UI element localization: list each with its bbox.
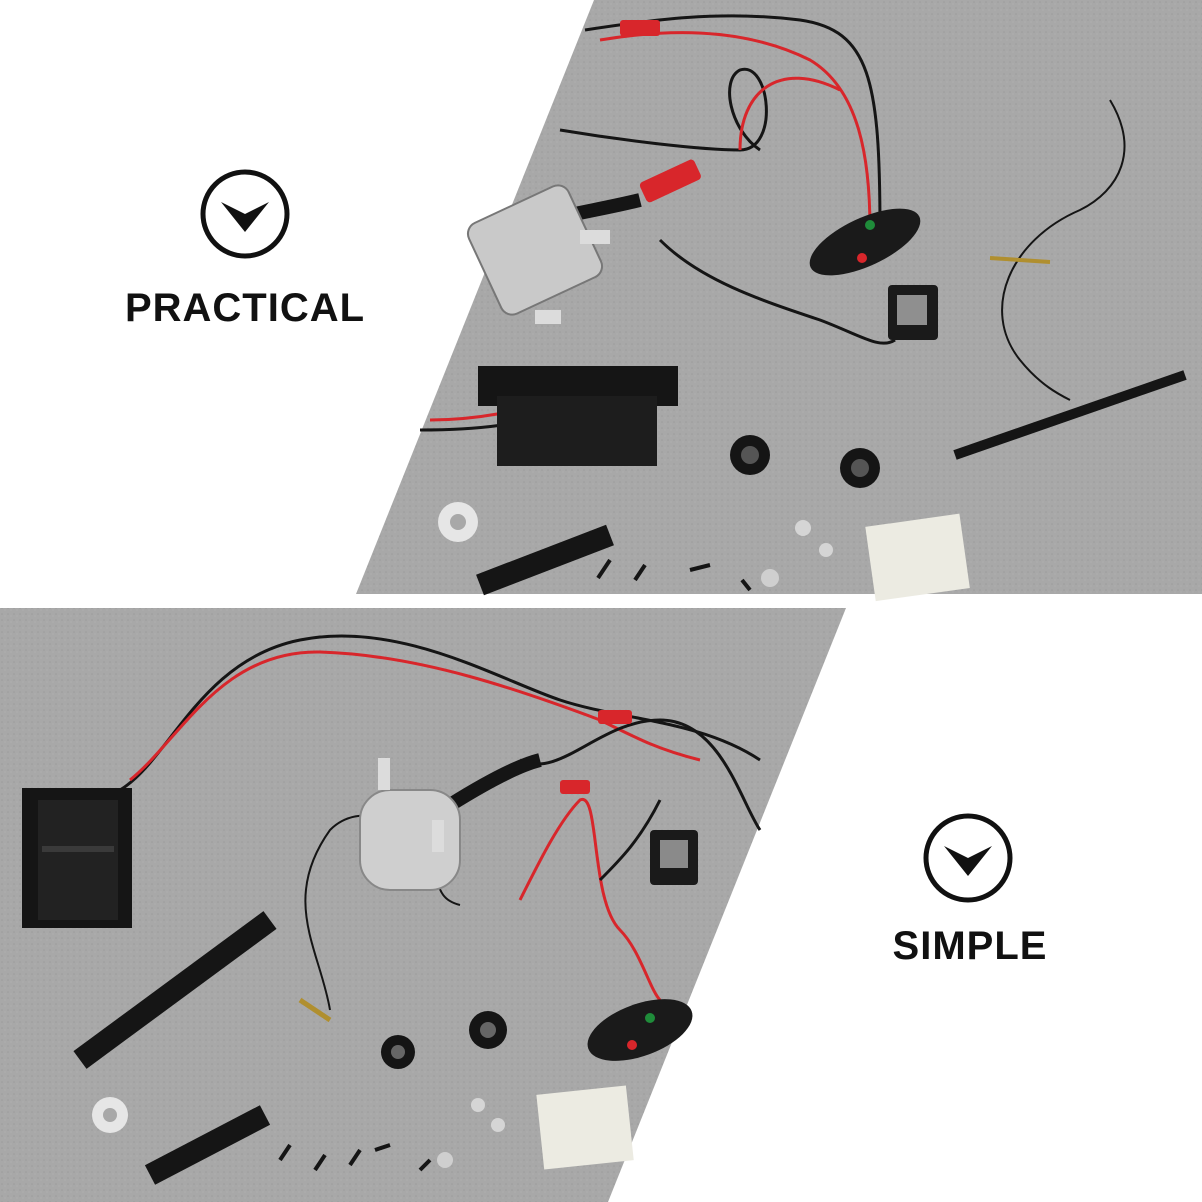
simple-label: SIMPLE bbox=[892, 924, 1048, 968]
bottom-photo bbox=[0, 608, 846, 1202]
top-photo bbox=[356, 0, 1202, 602]
practical-label: PRACTICAL bbox=[124, 286, 366, 330]
chevron-down-circle-icon bbox=[200, 169, 290, 259]
chevron-down-circle-icon bbox=[923, 813, 1013, 903]
